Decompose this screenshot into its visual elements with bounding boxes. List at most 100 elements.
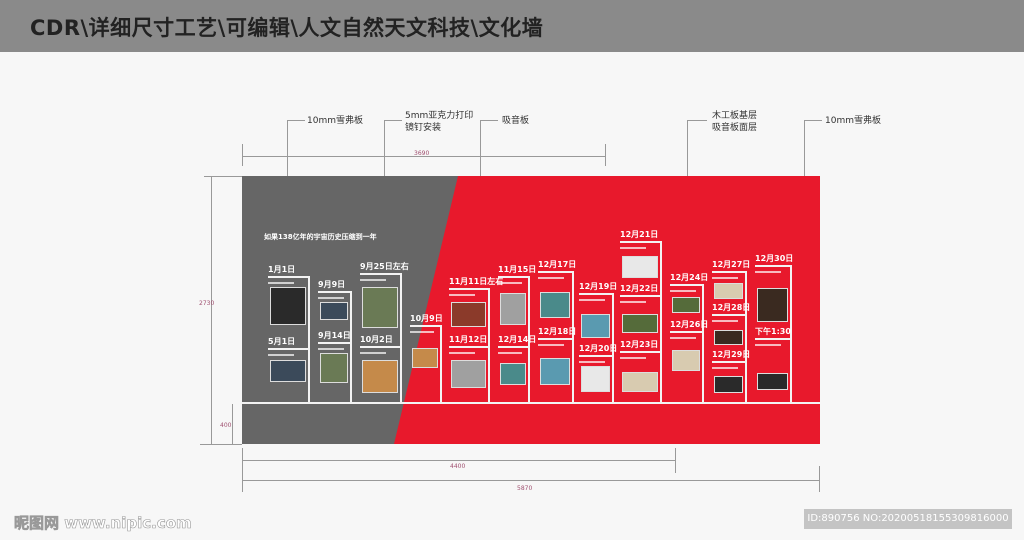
timeline-image: [581, 366, 610, 392]
timeline-image: [672, 297, 700, 313]
caption-text: [620, 301, 646, 303]
timeline-image: [451, 302, 486, 327]
caption-text: [268, 354, 294, 356]
dimension-height: 2730: [199, 300, 215, 307]
timeline-image: [500, 293, 526, 325]
date-underline: [579, 355, 613, 357]
date-underline: [449, 288, 489, 290]
timeline-image: [672, 350, 700, 371]
caption-text: [670, 337, 696, 339]
column-divider: [612, 293, 614, 402]
watermark-logo: 昵图网 www.nipic.com: [14, 514, 192, 533]
caption-text: [449, 294, 475, 296]
caption-text: [268, 282, 294, 284]
caption-text: [755, 271, 781, 273]
caption-text: [712, 320, 738, 322]
date-underline: [755, 265, 791, 267]
caption-text: [579, 361, 605, 363]
caption-text: [755, 344, 781, 346]
date-underline: [620, 295, 661, 297]
timeline-image: [270, 360, 306, 382]
timeline-date: 11月12日: [449, 335, 488, 344]
column-divider: [400, 273, 402, 402]
date-underline: [318, 291, 351, 293]
date-underline: [410, 325, 441, 327]
timeline-image: [622, 314, 658, 333]
timeline-image: [412, 348, 438, 368]
timeline-image: [500, 363, 526, 385]
page-title: CDR\详细尺寸工艺\可编辑\人文自然天文科技\文化墙: [30, 16, 544, 40]
date-underline: [360, 346, 401, 348]
timeline-date: 9月14日: [318, 331, 351, 340]
date-underline: [498, 276, 529, 278]
timeline-date: 1月1日: [268, 265, 296, 274]
annotation-wood-base: 木工板基层 吸音板面层: [712, 111, 758, 133]
timeline-date: 12月30日: [755, 254, 794, 263]
column-divider: [572, 271, 574, 402]
date-underline: [318, 342, 351, 344]
dimension-bottom-total: 5870: [517, 485, 533, 492]
caption-text: [620, 357, 646, 359]
timeline-image: [757, 373, 788, 390]
caption-text: [318, 348, 344, 350]
caption-text: [360, 352, 386, 354]
timeline-image: [362, 287, 398, 328]
date-underline: [498, 346, 529, 348]
timeline-image: [540, 358, 570, 385]
caption-text: [712, 367, 738, 369]
timeline-date: 12月26日: [670, 320, 709, 329]
timeline-image: [714, 376, 743, 393]
caption-text: [498, 352, 522, 354]
annotation-foam-board-right: 10mm雪弗板: [825, 116, 881, 126]
column-divider: [745, 271, 747, 402]
dimension-top: 3690: [414, 150, 430, 157]
timeline-date: 12月18日: [538, 327, 577, 336]
annotation-acoustic-board: 吸音板: [502, 116, 530, 126]
timeline-date: 10月2日: [360, 335, 393, 344]
annotation-foam-board-left: 10mm雪弗板: [307, 116, 363, 126]
date-underline: [620, 241, 661, 243]
timeline-image: [757, 288, 788, 322]
image-id: ID:890756 NO:20200518155309816000: [804, 509, 1012, 529]
timeline-date: 5月1日: [268, 337, 296, 346]
timeline-date: 12月28日: [712, 303, 751, 312]
timeline-date: 12月27日: [712, 260, 751, 269]
column-divider: [488, 288, 490, 402]
timeline-image: [622, 372, 658, 392]
caption-text: [579, 299, 605, 301]
timeline-date: 11月11日左右: [449, 277, 504, 286]
date-underline: [268, 348, 309, 350]
timeline-date: 12月20日: [579, 344, 618, 353]
caption-text: [538, 344, 564, 346]
date-underline: [449, 346, 489, 348]
title-bar: CDR\详细尺寸工艺\可编辑\人文自然天文科技\文化墙: [0, 0, 1024, 52]
date-underline: [670, 284, 703, 286]
timeline-image: [270, 287, 306, 325]
caption-text: [360, 279, 386, 281]
timeline-date: 12月23日: [620, 340, 659, 349]
caption-text: [670, 290, 696, 292]
timeline-image: [362, 360, 398, 393]
dimension-base: 400: [220, 422, 232, 429]
date-underline: [360, 273, 401, 275]
date-underline: [712, 314, 746, 316]
timeline-image: [714, 330, 743, 345]
date-underline: [538, 338, 573, 340]
timeline-image: [622, 256, 658, 278]
caption-text: [410, 331, 434, 333]
timeline-date: 10月9日: [410, 314, 443, 323]
timeline-image: [581, 314, 610, 338]
column-divider: [790, 265, 792, 402]
annotation-acrylic: 5mm亚克力打印 镜钉安装: [405, 111, 474, 133]
timeline-date: 9月25日左右: [360, 262, 409, 271]
date-underline: [755, 338, 791, 340]
wall-intro-text: 如果138亿年的宇宙历史压缩到一年: [264, 233, 377, 241]
timeline-image: [451, 360, 486, 388]
column-divider: [702, 284, 704, 402]
timeline-date: 12月21日: [620, 230, 659, 239]
timeline-image: [320, 302, 348, 320]
timeline-date: 12月24日: [670, 273, 709, 282]
caption-text: [498, 282, 522, 284]
timeline-date: 12月19日: [579, 282, 618, 291]
caption-text: [538, 277, 564, 279]
